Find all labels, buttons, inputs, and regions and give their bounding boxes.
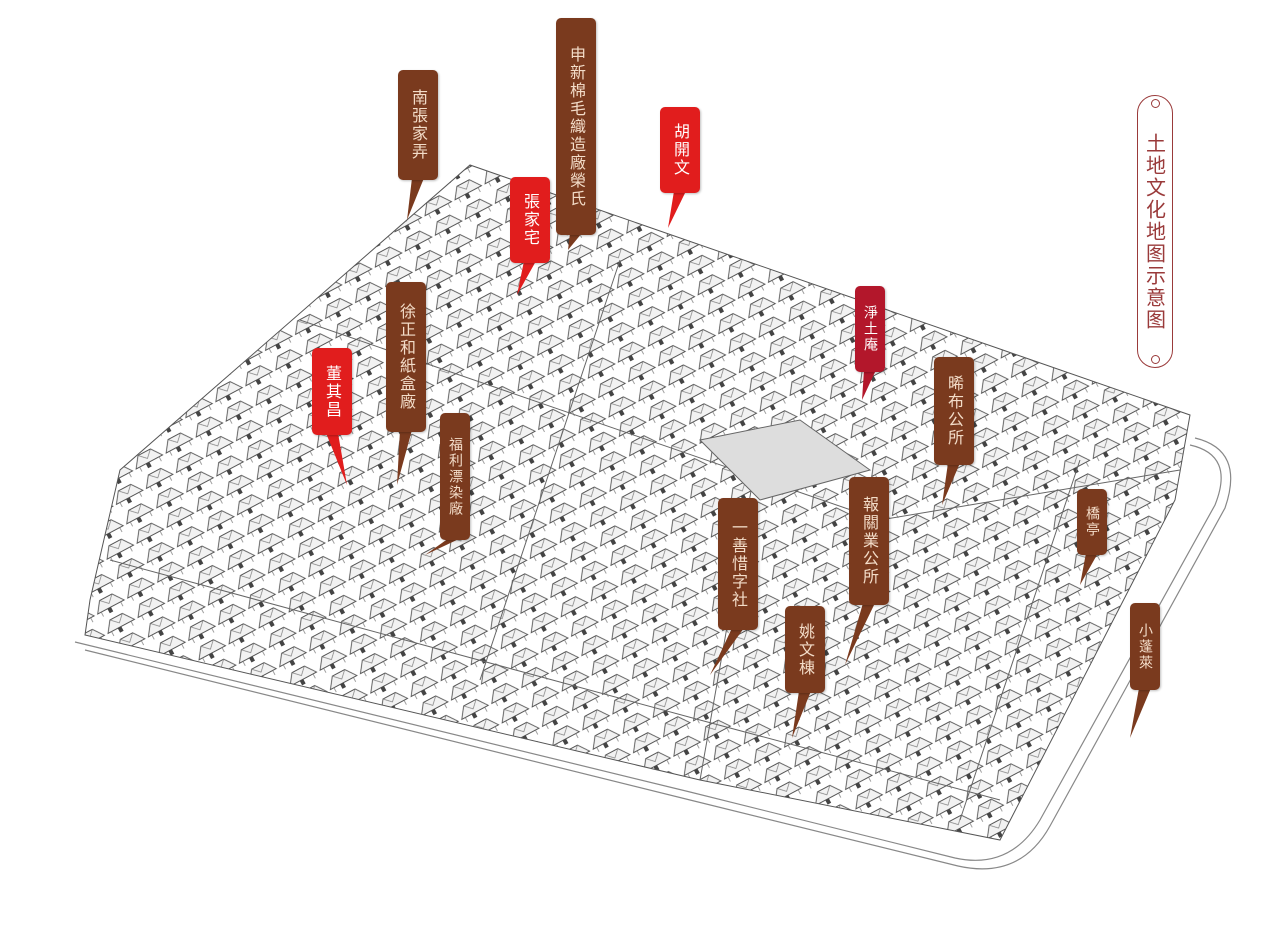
place-label[interactable]: 福利漂染廠: [440, 413, 470, 540]
building-blocks: [84, 164, 1191, 841]
place-label[interactable]: 南張家弄: [398, 70, 438, 180]
place-label[interactable]: 晞布公所: [934, 357, 974, 465]
title-ornament-bottom: [1151, 355, 1160, 364]
place-label[interactable]: 董其昌: [312, 348, 352, 435]
place-label[interactable]: 淨土庵: [855, 286, 885, 372]
place-label[interactable]: 徐正和紙盒廠: [386, 282, 426, 432]
place-label[interactable]: 橋亭: [1077, 489, 1107, 555]
street-outline: [74, 437, 1232, 870]
title-ornament-top: [1151, 99, 1160, 108]
place-label[interactable]: 胡開文: [660, 107, 700, 193]
place-label[interactable]: 小蓬萊: [1130, 603, 1160, 690]
place-label[interactable]: 申新棉毛織造廠榮氏: [556, 18, 596, 235]
place-label[interactable]: 張家宅: [510, 177, 550, 263]
place-label[interactable]: 姚文棟: [785, 606, 825, 693]
place-label[interactable]: 報關業公所: [849, 477, 889, 605]
map-title-frame: 土地文化地图示意图: [1137, 95, 1173, 368]
place-label[interactable]: 一善惜字社: [718, 498, 758, 630]
map-title: 土地文化地图示意图: [1142, 132, 1167, 331]
